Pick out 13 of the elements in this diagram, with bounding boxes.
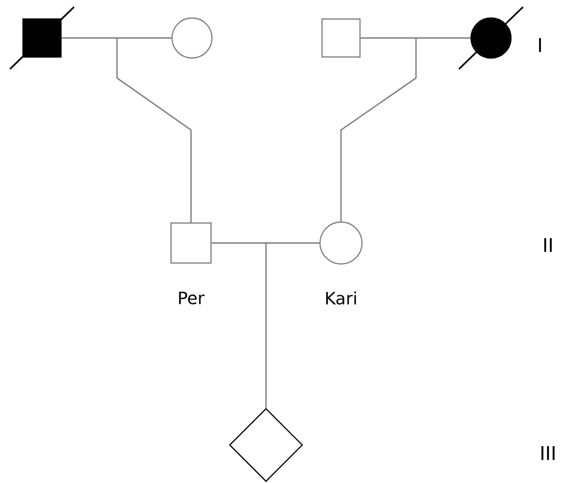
descent-line (340, 37, 470, 222)
name-label: Per (179, 292, 205, 304)
generation-label: III (541, 446, 555, 460)
square-symbol (321, 18, 361, 58)
circle-symbol (458, 6, 524, 70)
square-symbol (9, 6, 75, 70)
descent-line (265, 242, 320, 408)
descent-line (116, 37, 192, 222)
square-symbol (170, 222, 212, 264)
generation-label: II (544, 238, 552, 252)
circle-symbol (319, 221, 363, 265)
name-label: Kari (326, 291, 356, 305)
circle-symbol (171, 17, 213, 59)
